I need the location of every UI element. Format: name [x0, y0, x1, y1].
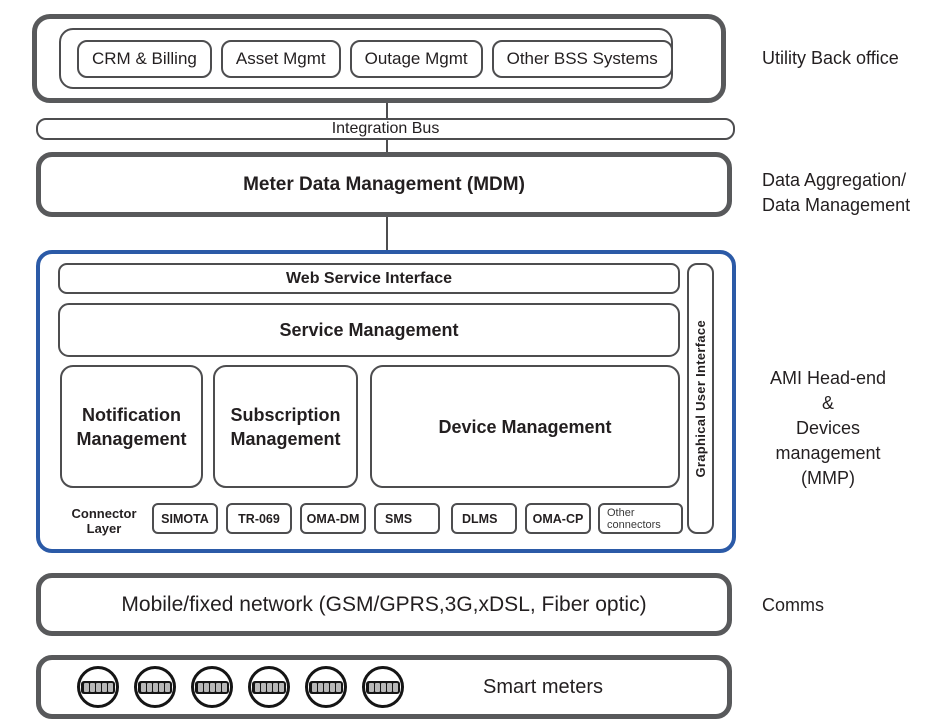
side-label-ami-headend: AMI Head-end & Devices management (MMP) — [748, 366, 908, 491]
smart-meter-icon — [77, 666, 119, 708]
other-bss-systems-box: Other BSS Systems — [491, 39, 673, 78]
smart-meter-icon — [134, 666, 176, 708]
smart-meters-box: Smart meters — [36, 655, 732, 719]
connector-oma-dm: OMA-DM — [300, 503, 366, 534]
connector-simota: SIMOTA — [152, 503, 218, 534]
crm-billing-box: CRM & Billing — [77, 39, 212, 78]
network-box: Mobile/fixed network (GSM/GPRS,3G,xDSL, … — [36, 573, 732, 636]
outage-mgmt-box: Outage Mgmt — [349, 39, 483, 78]
bss-systems-group: CRM & Billing Asset Mgmt Outage Mgmt Oth… — [59, 28, 673, 89]
asset-mgmt-box: Asset Mgmt — [220, 39, 341, 78]
connector-other: Other connectors — [598, 503, 683, 534]
integration-bus-box: Integration Bus — [36, 118, 735, 140]
connector-line-bus-mdm — [386, 140, 388, 152]
side-label-line: AMI Head-end — [769, 368, 887, 388]
connector-layer-label: Connector Layer — [71, 505, 137, 536]
connector-tr069: TR-069 — [226, 503, 292, 534]
connector-sms: SMS — [374, 503, 440, 534]
side-label-line: Data Management — [762, 195, 911, 215]
smart-meter-icon — [248, 666, 290, 708]
side-label-line: Data Aggregation/ — [762, 170, 907, 190]
side-label-data-aggregation: Data Aggregation/ Data Management — [762, 168, 910, 218]
utility-back-office-box: CRM & Billing Asset Mgmt Outage Mgmt Oth… — [32, 14, 726, 103]
web-service-interface-box: Web Service Interface — [58, 263, 680, 294]
connector-line-top — [386, 103, 388, 118]
side-label-line: & — [821, 393, 834, 413]
side-label-comms: Comms — [762, 595, 824, 615]
side-label-utility-back-office: Utility Back office — [762, 48, 899, 68]
side-label-line: Devices — [795, 418, 861, 438]
side-label-line: (MMP) — [801, 468, 855, 488]
connector-line-mdm-headend — [386, 217, 388, 250]
connector-dlms: DLMS — [451, 503, 517, 534]
subscription-management-box: Subscription Management — [213, 365, 358, 488]
smart-meters-label: Smart meters — [482, 675, 604, 698]
notification-management-box: Notification Management — [60, 365, 203, 488]
smart-meter-icon — [305, 666, 347, 708]
connector-oma-cp: OMA-CP — [525, 503, 591, 534]
smart-meter-icon — [191, 666, 233, 708]
service-management-box: Service Management — [58, 303, 680, 357]
graphical-user-interface-bar: Graphical User Interface — [687, 263, 714, 534]
ami-headend-box: Web Service Interface Service Management… — [36, 250, 736, 553]
mdm-box: Meter Data Management (MDM) — [36, 152, 732, 217]
gui-bar-label: Graphical User Interface — [693, 319, 708, 478]
smart-meter-icon — [362, 666, 404, 708]
device-management-box: Device Management — [370, 365, 680, 488]
side-label-line: management — [775, 443, 881, 463]
